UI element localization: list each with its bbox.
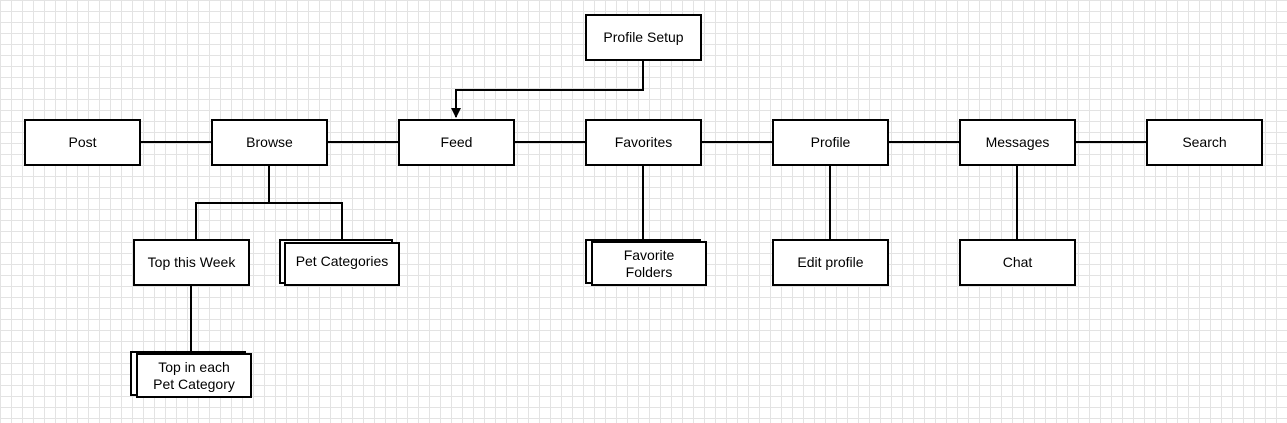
connector-profile-setup-to-feed [451, 60, 644, 118]
node-label: Top this Week [147, 254, 236, 270]
node-edit-profile: Edit profile [772, 239, 889, 286]
node-label: Chat [1002, 254, 1033, 270]
node-label: Post [68, 134, 97, 150]
node-label: Edit profile [797, 254, 864, 270]
node-label: Feed [440, 134, 473, 150]
node-messages: Messages [959, 119, 1076, 166]
node-browse: Browse [211, 119, 328, 166]
node-label: Browse [246, 134, 293, 150]
node-profile: Profile [772, 119, 889, 166]
node-label: Pet Categories [295, 253, 389, 269]
node-label: Profile [810, 134, 851, 150]
node-pet-categories: Pet Categories [284, 242, 400, 286]
node-top-in-each-category: Top in each Pet Category [136, 353, 252, 398]
node-profile-setup: Profile Setup [585, 14, 702, 61]
node-search: Search [1146, 119, 1263, 166]
node-label: Messages [985, 134, 1050, 150]
node-feed: Feed [398, 119, 515, 166]
node-label: Favorite Folders [623, 246, 675, 280]
node-label: Profile Setup [603, 29, 684, 45]
node-post: Post [24, 119, 141, 166]
node-top-this-week: Top this Week [133, 239, 250, 286]
node-chat: Chat [959, 239, 1076, 286]
node-favorites: Favorites [585, 119, 702, 166]
node-label: Top in each Pet Category [153, 358, 235, 392]
node-favorite-folders: Favorite Folders [591, 241, 707, 286]
node-label: Favorites [614, 134, 673, 150]
connector-browse-to-top-this-week [195, 165, 270, 240]
connector-browse-to-pet-categories [269, 202, 343, 240]
node-label: Search [1182, 134, 1227, 150]
